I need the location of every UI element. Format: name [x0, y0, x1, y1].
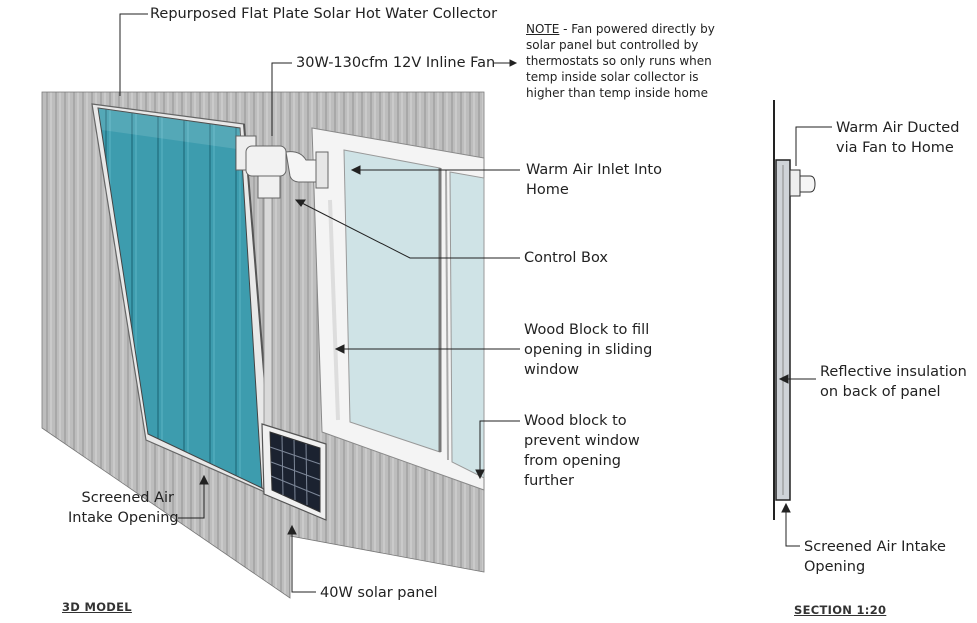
- label-intake-line-1: Screened Air: [81, 490, 175, 506]
- note-line-1-rest: - Fan powered directly by: [559, 22, 715, 36]
- label-wood-prevent-line-1: Wood block to: [524, 413, 627, 429]
- label-wood-prevent-line-3: from opening: [524, 453, 621, 469]
- solar-panel-40w: [261, 423, 327, 521]
- note-line-3: thermostats so only runs when: [526, 54, 712, 68]
- label-wood-prevent: Wood block to prevent window from openin…: [524, 411, 640, 491]
- label-inlet: Warm Air Inlet Into Home: [526, 160, 662, 200]
- note-heading: NOTE: [526, 22, 560, 36]
- label-reflective-line-1: Reflective insulation: [820, 364, 967, 380]
- label-wood-prevent-line-2: prevent window: [524, 433, 640, 449]
- note-line-2: solar panel but controlled by: [526, 38, 699, 52]
- note-line-4: temp inside solar collector is: [526, 70, 699, 84]
- label-section-intake-line-1: Screened Air Intake: [804, 539, 946, 555]
- sliding-window: [311, 127, 485, 491]
- label-solar-panel: 40W solar panel: [320, 585, 438, 601]
- label-reflective-line-2: on back of panel: [820, 384, 941, 400]
- section-drawing: [773, 100, 816, 520]
- solar-collector: [91, 103, 275, 497]
- caption-section: SECTION 1:20: [794, 603, 887, 617]
- caption-3d-model: 3D MODEL: [62, 600, 132, 614]
- note-line-5: higher than temp inside home: [526, 86, 708, 100]
- label-section-intake: Screened Air Intake Opening: [804, 537, 946, 577]
- label-reflective: Reflective insulation on back of panel: [820, 362, 967, 402]
- label-ducted-line-2: via Fan to Home: [836, 140, 954, 156]
- label-inlet-line-2: Home: [526, 182, 569, 198]
- label-wood-fill-line-1: Wood Block to fill: [524, 322, 650, 338]
- label-intake: Screened Air Intake Opening: [68, 488, 179, 528]
- label-wood-fill-line-2: opening in sliding: [524, 342, 653, 358]
- note-line-1: NOTE - Fan powered directly by: [526, 21, 715, 37]
- label-collector: Repurposed Flat Plate Solar Hot Water Co…: [150, 6, 498, 22]
- label-ducted: Warm Air Ducted via Fan to Home: [836, 118, 959, 158]
- label-control-box: Control Box: [524, 250, 608, 266]
- label-inlet-line-1: Warm Air Inlet Into: [526, 162, 662, 178]
- label-fan: 30W-130cfm 12V Inline Fan: [296, 55, 496, 71]
- label-ducted-line-1: Warm Air Ducted: [836, 120, 960, 136]
- label-intake-line-2: Intake Opening: [68, 510, 179, 526]
- label-wood-prevent-line-4: further: [524, 473, 575, 489]
- note-block: NOTE - Fan powered directly by solar pan…: [526, 21, 715, 101]
- leader-lines: [119, 13, 832, 593]
- label-wood-fill-line-3: window: [524, 362, 580, 378]
- label-wood-fill: Wood Block to fill opening in sliding wi…: [524, 320, 652, 380]
- label-section-intake-line-2: Opening: [804, 559, 866, 575]
